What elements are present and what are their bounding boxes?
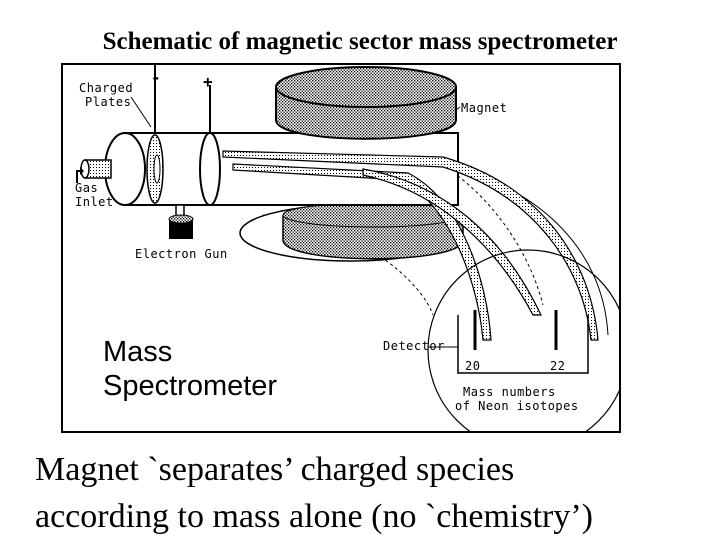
label-detector: Detector [383,339,445,353]
label-gas: Gas [75,181,99,195]
label-electron-gun: Electron Gun [135,247,228,261]
label-inlet: Inlet [75,195,114,209]
charged-plate-positive [199,132,221,206]
detector-box [457,315,589,374]
slide-caption: Magnet `separates’ charged species accor… [35,446,715,540]
big-title-mass: Mass [103,336,173,368]
detector-circle [427,249,619,431]
mass-spectrometer-figure: Charged Plates - + Magnet Gas Inlet Elec… [61,63,621,433]
detector [427,249,619,431]
inner-arc-dashed [442,164,544,306]
leader-lines [130,96,461,348]
label-magnet: Magnet [461,101,508,115]
label-22: 22 [550,359,566,373]
caption-line-1: Magnet `separates’ charged species [35,451,515,488]
electron-gun [168,204,194,239]
label-mass-numbers: Mass numbers [463,385,556,399]
label-charged: Charged [79,81,134,95]
label-plates: Plates [85,95,132,109]
gas-inlet [76,159,112,183]
label-of-neon-isotopes: of Neon isotopes [455,399,579,413]
caption-line-2: according to mass alone (no `chemistry’) [35,498,593,535]
slide-title: Schematic of magnetic sector mass spectr… [102,28,618,55]
ion-beams [222,150,599,341]
beam-22 [222,150,599,341]
mass-spectrometer-diagram [76,65,619,431]
label-plus: + [203,72,214,91]
lower-magnet-pole [239,202,464,262]
upper-magnet-pole [275,66,457,140]
label-minus: - [151,68,162,87]
label-20: 20 [465,359,481,373]
beam-middle [362,168,542,316]
big-title-spectrometer: Spectrometer [103,370,278,402]
